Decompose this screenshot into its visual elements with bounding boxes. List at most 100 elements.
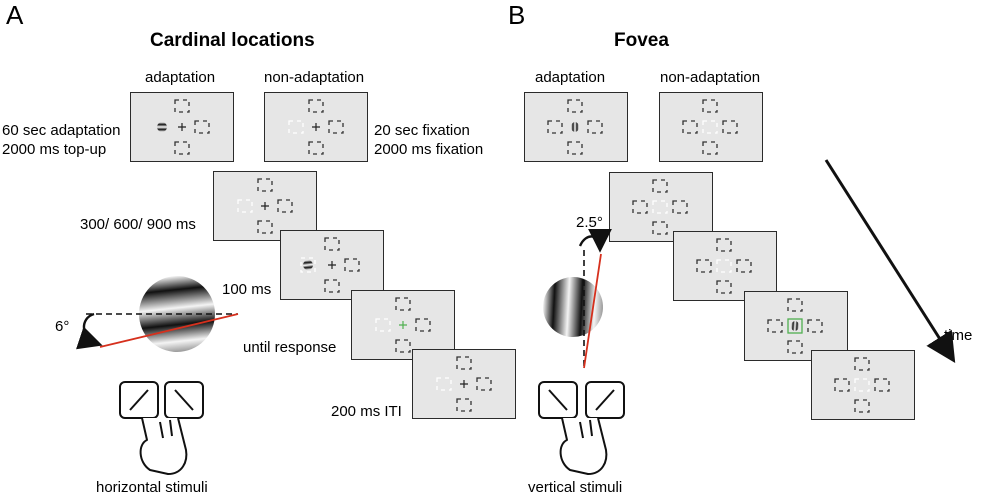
fixation-cross <box>328 261 336 269</box>
placeholder-bottom <box>567 141 583 155</box>
placeholder-top <box>257 178 273 192</box>
fixation-cross <box>261 202 269 210</box>
hand-icon <box>139 417 188 475</box>
placeholder-bottom <box>854 399 870 413</box>
placeholder-bottom <box>308 141 324 155</box>
non-adaptation-frame-a <box>264 92 368 162</box>
placeholder-right <box>874 378 890 392</box>
placeholder-center <box>716 259 732 273</box>
panel-b-title: Fovea <box>614 30 669 51</box>
placeholder-top <box>716 238 732 252</box>
placeholder-top <box>456 356 472 370</box>
response-frame-b <box>744 291 848 361</box>
display-layout <box>767 298 823 354</box>
fixation-duration-line-2: 2000 ms fixation <box>374 141 484 158</box>
placeholder-left <box>696 259 712 273</box>
keypad-b <box>538 381 625 475</box>
display-layout <box>632 179 688 235</box>
placeholder-left <box>375 318 391 332</box>
placeholder-right <box>328 120 344 134</box>
tilt-angle-label-b: 2.5° <box>576 214 603 231</box>
isi-duration-label: 300/ 600/ 900 ms <box>80 216 196 233</box>
placeholder-bottom <box>652 221 668 235</box>
placeholder-top <box>174 99 190 113</box>
placeholder-top <box>787 298 803 312</box>
fixation-cross <box>460 380 468 388</box>
panel-a-non-adaptation-heading: non-adaptation <box>264 69 365 86</box>
display-layout <box>547 99 603 155</box>
placeholder-bottom <box>716 280 732 294</box>
display-layout <box>375 297 431 353</box>
target-grating <box>303 260 313 270</box>
hand-icon-b <box>559 417 608 475</box>
placeholder-right <box>415 318 431 332</box>
display-layout <box>436 356 492 412</box>
panel-a-adaptation-heading: adaptation <box>145 69 216 86</box>
display-layout <box>237 178 293 234</box>
placeholder-right <box>277 199 293 213</box>
iti-duration-label: 200 ms ITI <box>331 403 402 420</box>
placeholder-top <box>567 99 583 113</box>
placeholder-left <box>632 200 648 214</box>
display-layout <box>696 238 752 294</box>
placeholder-top <box>395 297 411 311</box>
placeholder-bottom <box>787 340 803 354</box>
display-layout <box>300 237 360 293</box>
display-layout <box>157 99 210 155</box>
adaptor-grating <box>571 122 579 132</box>
placeholder-top <box>308 99 324 113</box>
placeholder-bottom <box>395 339 411 353</box>
response-frame-a <box>351 290 455 360</box>
response-cue-box <box>787 318 803 334</box>
vertical-grating-example <box>543 277 603 337</box>
panel-b-non-adaptation-heading: non-adaptation <box>660 69 761 86</box>
iti-frame-a <box>412 349 516 419</box>
adaptor-grating <box>157 122 167 132</box>
placeholder-left <box>237 199 253 213</box>
panel-b-adaptation-heading: adaptation <box>535 69 606 86</box>
placeholder-right <box>807 319 823 333</box>
rotation-arrow-b <box>578 228 612 253</box>
placeholder-left <box>300 257 316 273</box>
placeholder-right <box>672 200 688 214</box>
right-tilt-key-symbol <box>174 389 194 411</box>
isi-frame-b <box>609 172 713 242</box>
placeholder-bottom <box>257 220 273 234</box>
non-adaptation-frame-b <box>659 92 763 162</box>
display-layout <box>834 357 890 413</box>
placeholder-top <box>854 357 870 371</box>
display-layout <box>682 99 738 155</box>
vertical-stimuli-label: vertical stimuli <box>528 479 623 496</box>
adaptation-frame-b <box>524 92 628 162</box>
right-tilt-key-b-symbol <box>595 389 615 411</box>
placeholder-left <box>547 120 563 134</box>
placeholder-top <box>702 99 718 113</box>
placeholder-bottom <box>456 398 472 412</box>
left-tilt-key-symbol <box>129 389 149 411</box>
placeholder-bottom <box>174 141 190 155</box>
fixation-cross <box>312 123 320 131</box>
rotation-arrow-a <box>75 312 103 350</box>
placeholder-top <box>324 237 340 251</box>
panel-b-letter: B <box>508 0 526 30</box>
tilted-orientation-line <box>99 313 239 348</box>
response-cue-cross <box>399 321 407 329</box>
placeholder-left <box>288 120 304 134</box>
display-layout <box>288 99 344 155</box>
target-grating <box>790 321 800 331</box>
fixation-duration-line-1: 20 sec fixation <box>374 122 470 139</box>
placeholder-right <box>194 120 210 134</box>
placeholder-left <box>834 378 850 392</box>
placeholder-center <box>702 120 718 134</box>
placeholder-right <box>722 120 738 134</box>
adaptation-duration-line-1: 60 sec adaptation <box>2 122 121 139</box>
placeholder-right <box>476 377 492 391</box>
panel-a-title: Cardinal locations <box>150 30 315 51</box>
target-frame-a <box>280 230 384 300</box>
panel-a-letter: A <box>6 0 24 30</box>
placeholder-left <box>436 377 452 391</box>
target-duration-label: 100 ms <box>222 281 272 298</box>
placeholder-top <box>652 179 668 193</box>
placeholder-right <box>736 259 752 273</box>
